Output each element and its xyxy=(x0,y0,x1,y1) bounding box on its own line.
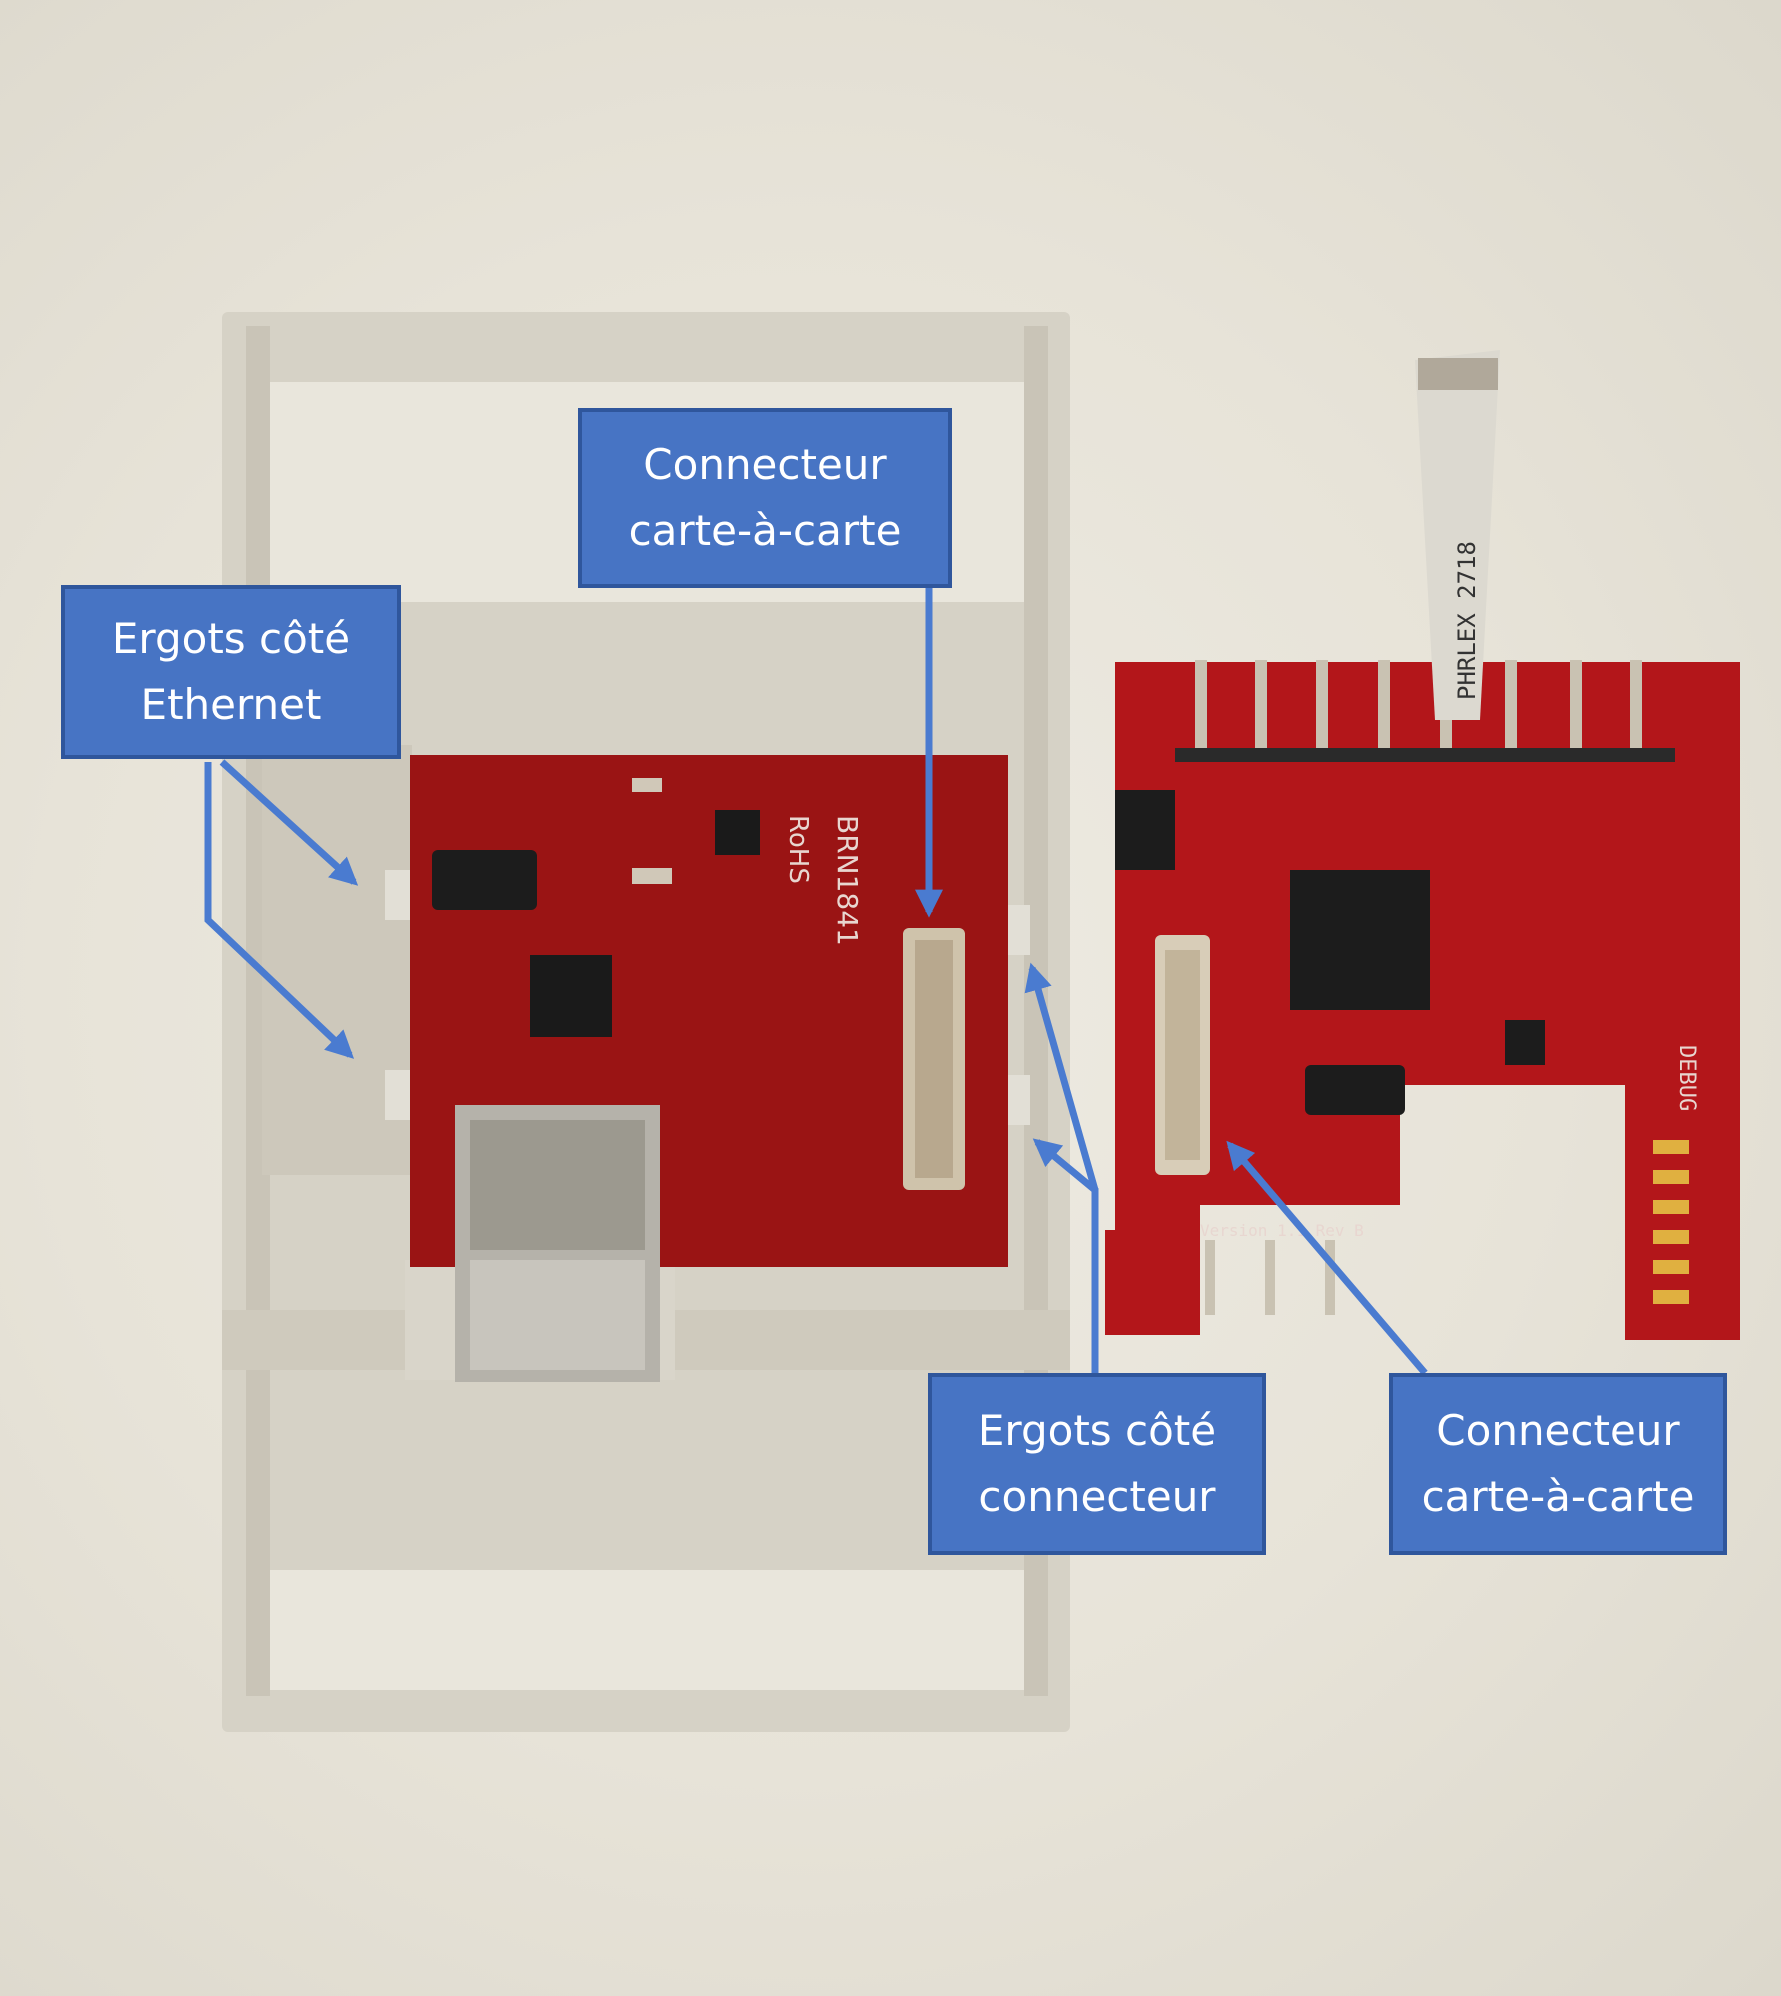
callout-board-to-board-connector-top: Connecteur carte-à-carte xyxy=(578,408,952,588)
svg-text:RoHS: RoHS xyxy=(783,815,813,884)
callout-line-2: connecteur xyxy=(978,1472,1216,1521)
svg-text:Version 1.1 Rev B: Version 1.1 Rev B xyxy=(1200,1221,1364,1240)
ethernet-lug-2 xyxy=(385,1070,411,1120)
callout-line-1: Ergots côté xyxy=(111,614,351,663)
ribbon-cable: PHRLEX 2718 xyxy=(1415,350,1500,720)
callout-line-2: carte-à-carte xyxy=(1421,1472,1695,1521)
callout-line-2: Ethernet xyxy=(140,680,322,729)
callout-connector-lugs: Ergots côté connecteur xyxy=(928,1373,1266,1555)
callout-ethernet-lugs: Ergots côté Ethernet xyxy=(61,585,401,759)
svg-text:BRN1841: BRN1841 xyxy=(831,815,864,946)
right-board-mcu xyxy=(1290,870,1430,1010)
callout-line-1: Connecteur xyxy=(1436,1406,1680,1455)
callout-board-to-board-connector-right: Connecteur carte-à-carte xyxy=(1389,1373,1727,1555)
callout-line-1: Ergots côté xyxy=(977,1406,1217,1455)
callout-line-2: carte-à-carte xyxy=(628,506,902,555)
callout-line-1: Connecteur xyxy=(643,440,887,489)
ethernet-jack xyxy=(455,1105,660,1382)
svg-text:DEBUG: DEBUG xyxy=(1674,1045,1699,1111)
ethernet-lug-1 xyxy=(385,870,411,920)
debug-pads xyxy=(1653,1140,1689,1304)
right-pcb: DEBUG Version 1.1 Rev B xyxy=(1105,660,1740,1340)
svg-text:PHRLEX 2718: PHRLEX 2718 xyxy=(1453,541,1481,700)
